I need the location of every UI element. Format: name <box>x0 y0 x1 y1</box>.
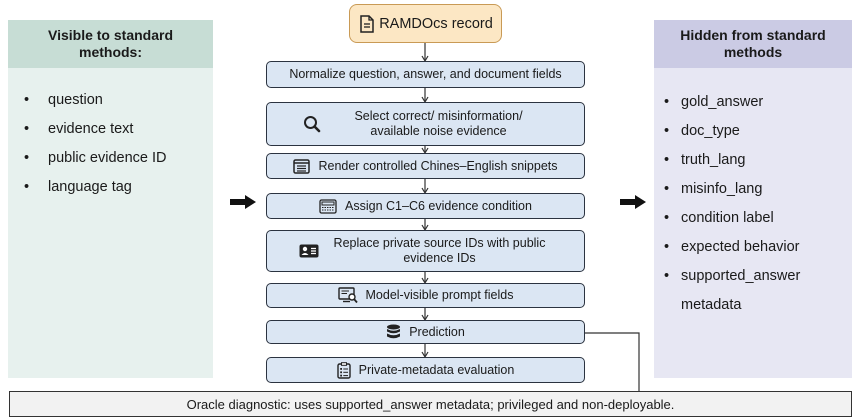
step-label: Render controlled Chines–English snippet… <box>318 158 558 173</box>
list-item: misinfo_lang <box>654 175 852 204</box>
list-item: evidence text <box>8 115 213 144</box>
left-flow-arrow-icon <box>230 195 256 209</box>
list-item: public evidence ID <box>8 144 213 173</box>
step-label: Model-visible prompt fields <box>365 288 514 302</box>
hidden-fields-list: gold_answer doc_type truth_lang misinfo_… <box>654 88 852 320</box>
magnifier-icon <box>303 115 321 133</box>
checklist-icon <box>336 361 351 379</box>
hidden-panel-title: Hidden from standard methods <box>654 20 852 68</box>
keyboard-icon <box>319 198 337 214</box>
step-prediction: Prediction <box>266 320 585 344</box>
list-item: condition label <box>654 204 852 233</box>
step-replace-ids: Replace private source IDs with public e… <box>266 230 585 272</box>
list-item: doc_type <box>654 117 852 146</box>
list-item: supported_answer metadata <box>654 262 852 320</box>
list-doc-icon <box>293 158 311 174</box>
right-flow-arrow-icon <box>620 195 646 209</box>
list-item: question <box>8 86 213 115</box>
ramdocs-record-box: RAMDOcs record <box>349 4 502 43</box>
list-item: gold_answer <box>654 88 852 117</box>
step-label: Replace private source IDs with public e… <box>333 236 546 265</box>
visible-panel-title: Visible to standard methods: <box>8 20 213 68</box>
oracle-diagnostic-bar: Oracle diagnostic: uses supported_answer… <box>9 391 852 417</box>
step-select-evidence: Select correct/ misinformation/ availabl… <box>266 102 585 146</box>
id-card-icon <box>299 244 319 258</box>
list-item: language tag <box>8 173 213 202</box>
screen-search-icon <box>337 287 358 304</box>
step-label: Prediction <box>409 324 465 339</box>
step-label: Normalize question, answer, and document… <box>289 67 562 81</box>
step-private-evaluation: Private-metadata evaluation <box>266 357 585 383</box>
step-assign-condition: Assign C1–C6 evidence condition <box>266 193 585 219</box>
step-render-snippets: Render controlled Chines–English snippet… <box>266 153 585 179</box>
list-item: truth_lang <box>654 146 852 175</box>
document-icon <box>360 14 374 33</box>
oracle-text: Oracle diagnostic: uses supported_answer… <box>186 396 675 412</box>
list-item: expected behavior <box>654 233 852 262</box>
step-label: Private-metadata evaluation <box>358 362 515 377</box>
step-label: Assign C1–C6 evidence condition <box>345 198 532 213</box>
database-icon <box>386 324 401 340</box>
step-normalize: Normalize question, answer, and document… <box>266 61 585 88</box>
visible-fields-list: question evidence text public evidence I… <box>8 86 213 202</box>
record-label: RAMDOcs record <box>379 15 493 32</box>
step-prompt-fields: Model-visible prompt fields <box>266 283 585 308</box>
step-label: Select correct/ misinformation/ availabl… <box>354 109 523 138</box>
